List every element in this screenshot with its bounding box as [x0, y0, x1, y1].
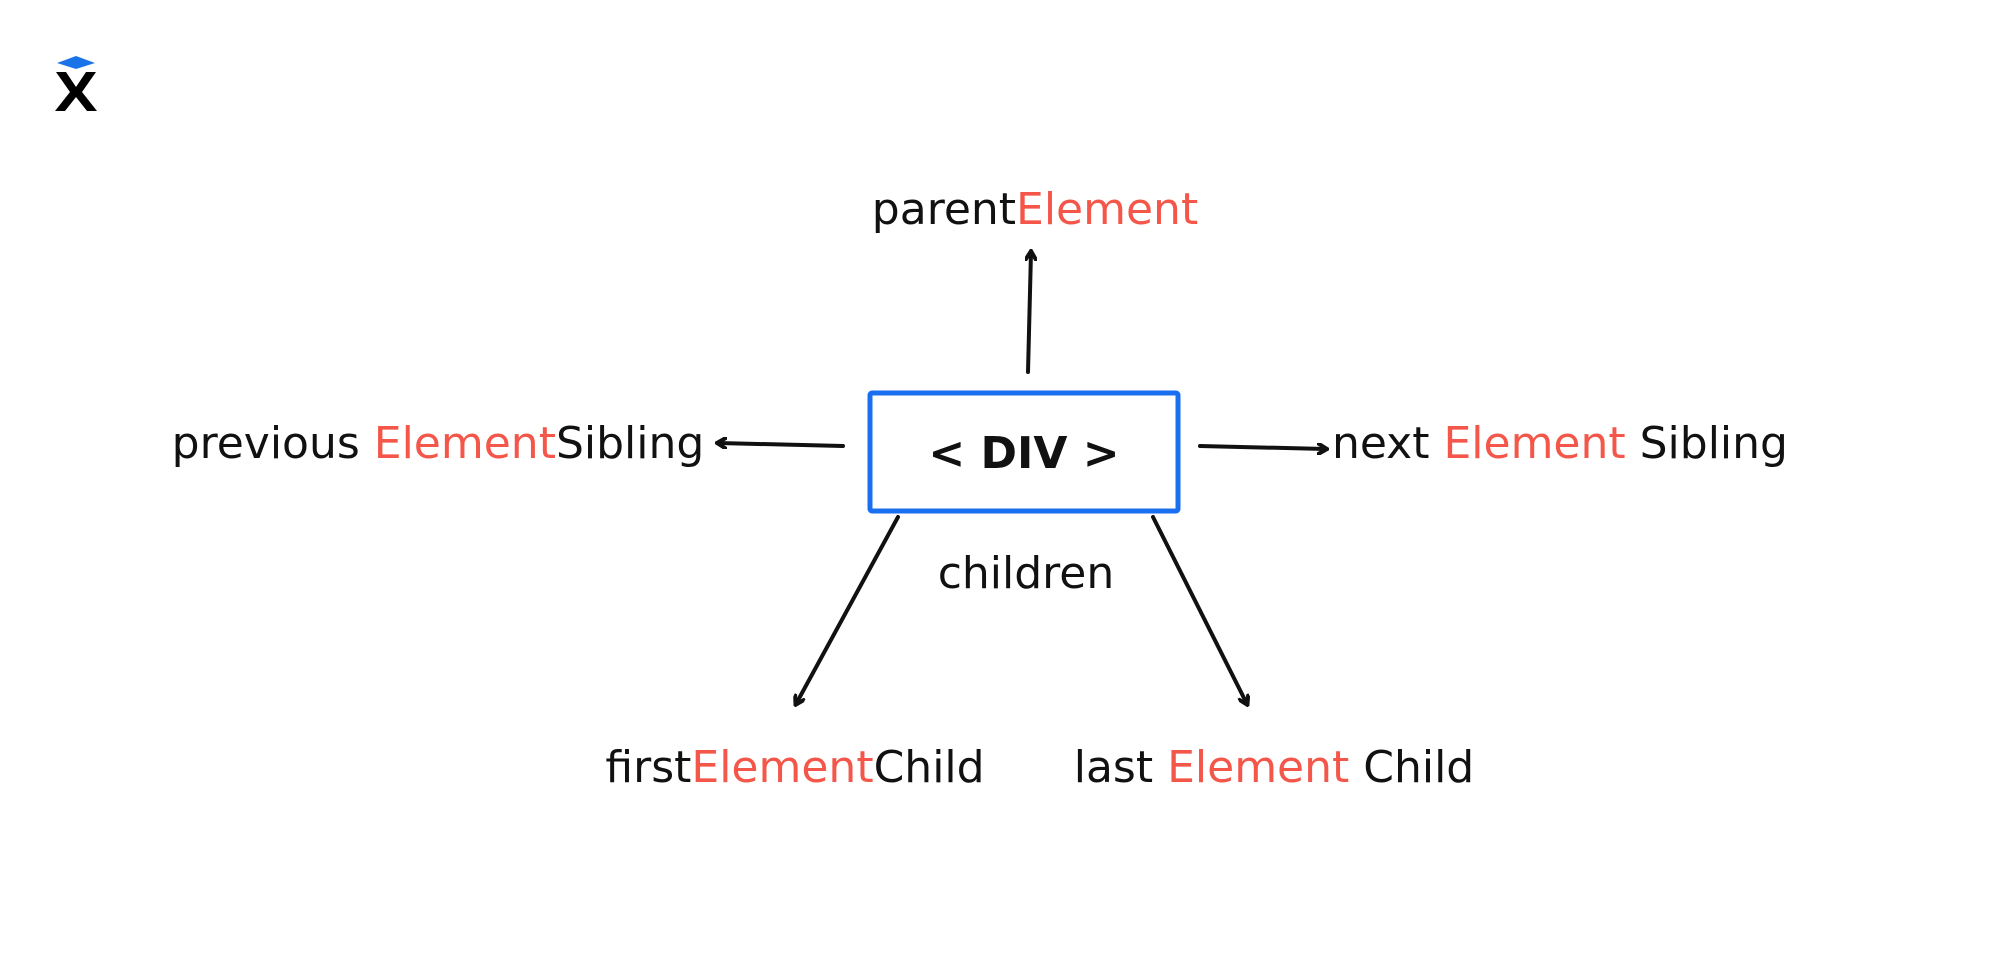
label-highlight: Element	[374, 418, 556, 469]
label-parent-element: parentElement	[872, 184, 1198, 235]
label-text: Sibling	[556, 418, 704, 469]
label-highlight: Element	[1443, 418, 1625, 469]
label-text: Child	[874, 742, 985, 793]
label-last-element-child: last Element Child	[1074, 742, 1475, 793]
arrow-right	[1198, 446, 1326, 449]
arrow-up	[1028, 252, 1031, 374]
label-text: Child	[1349, 742, 1474, 793]
label-children: children	[938, 548, 1115, 599]
label-first-element-child: firstElementChild	[605, 742, 984, 793]
label-text: first	[605, 742, 691, 793]
label-text: next	[1332, 418, 1443, 469]
div-element-box	[867, 390, 1181, 514]
arrow-down-right	[1151, 515, 1247, 704]
label-text: previous	[172, 418, 374, 469]
arrow-down-left	[796, 515, 900, 704]
label-text: Sibling	[1626, 418, 1788, 469]
label-text: parent	[872, 184, 1016, 235]
label-previous-element-sibling: previous ElementSibling	[172, 418, 705, 469]
arrow-left	[718, 443, 845, 446]
label-next-element-sibling: next Element Sibling	[1332, 418, 1788, 469]
div-element-label: < DIV >	[928, 428, 1119, 479]
label-highlight: Element	[1016, 184, 1198, 235]
label-text: last	[1074, 742, 1167, 793]
label-highlight: Element	[1167, 742, 1349, 793]
logo-icon	[55, 56, 97, 111]
label-highlight: Element	[691, 742, 873, 793]
